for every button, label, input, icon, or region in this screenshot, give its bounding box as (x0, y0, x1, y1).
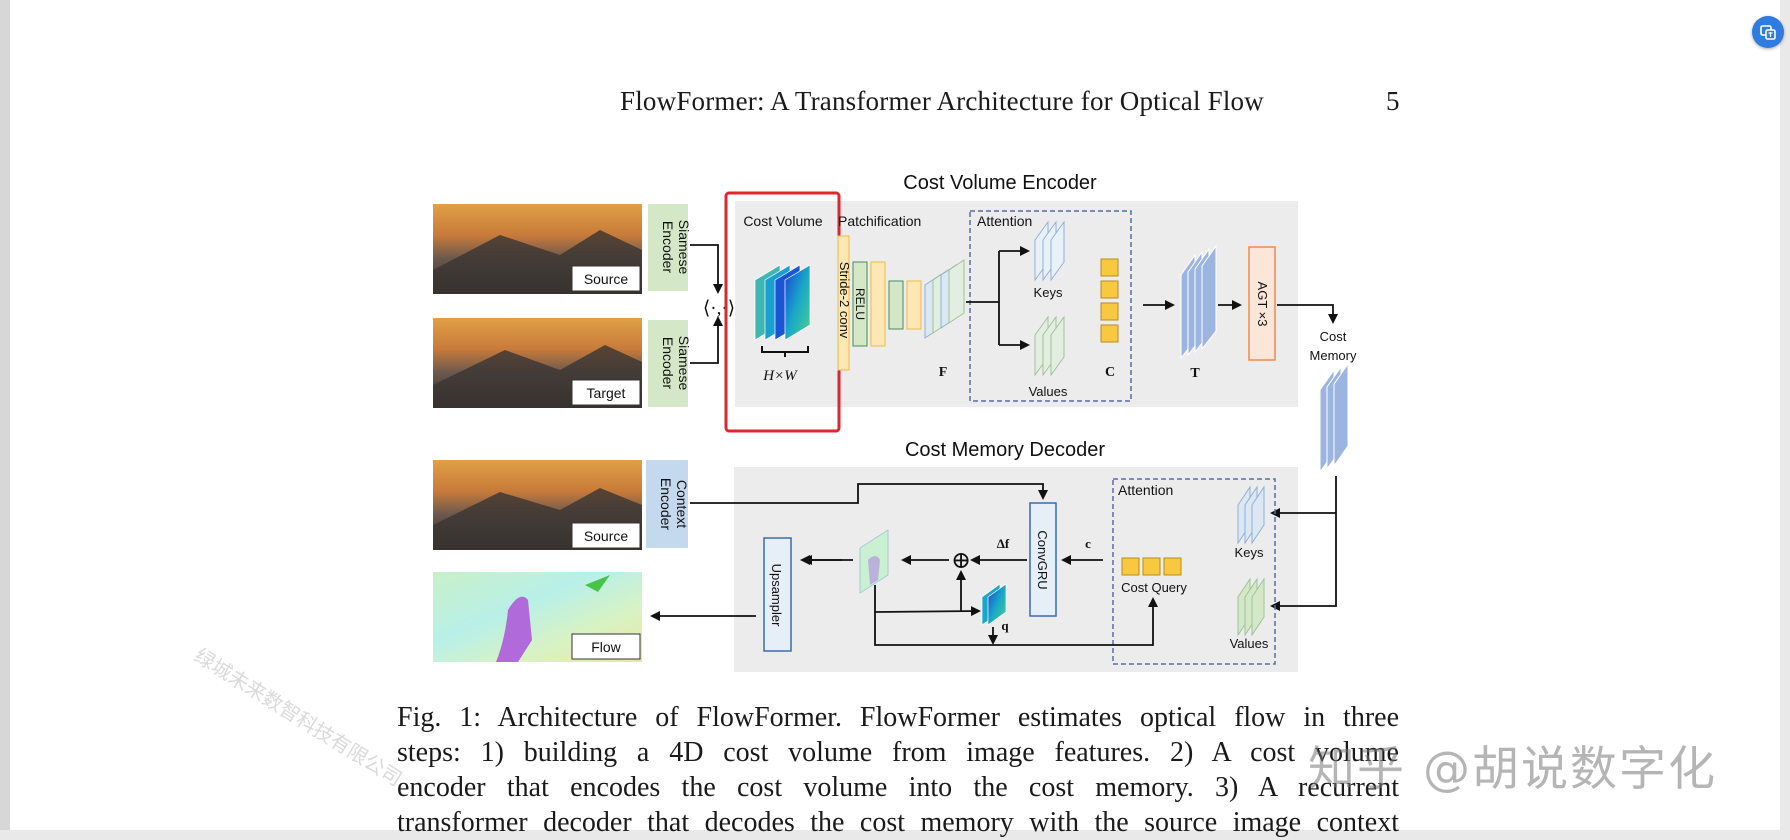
cost-memory-stack (1319, 362, 1349, 474)
translate-icon (1760, 25, 1776, 40)
source-image-2: Source (433, 460, 642, 550)
agt-label: AGT ×3 (1255, 282, 1270, 327)
caption-line-3: encoder that encodes the cost volume int… (397, 772, 1399, 803)
patchification-layers: Stride-2 conv RELU (837, 235, 965, 371)
t-label: T (1190, 366, 1200, 381)
cost-volume-label: Cost Volume (743, 213, 823, 229)
c-small-label: c (1085, 536, 1091, 551)
t-stack (1180, 244, 1217, 360)
cost-query-tokens (1121, 557, 1182, 576)
floating-tool-button[interactable] (1752, 16, 1784, 48)
figure-caption: Fig. 1: Architecture of FlowFormer. Flow… (397, 700, 1399, 840)
c-tokens (1100, 258, 1119, 343)
q-volume (981, 583, 1007, 626)
flow-image: Flow (433, 572, 642, 662)
page-edge (0, 0, 10, 830)
source-image: Source (433, 204, 642, 294)
caption-line-2: steps: 1) building a 4D cost volume from… (397, 737, 1399, 768)
stride-conv-label: Stride-2 conv (837, 262, 852, 339)
decoder-attention: Attention Keys Values Cost Query (1112, 478, 1276, 665)
cost-volume-stack (754, 264, 811, 341)
upsampler-block: Upsampler (763, 537, 792, 652)
cost-volume-dims: H×W (762, 368, 798, 384)
enc-keys-stack (1034, 220, 1065, 282)
cost-query-label: Cost Query (1121, 580, 1187, 595)
dec-attention-label: Attention (1118, 482, 1173, 498)
siamese-encoder-2: SiameseEncoder (648, 320, 692, 407)
relu-label: RELU (853, 288, 867, 320)
dec-values-stack (1237, 577, 1265, 637)
running-head: FlowFormer: A Transformer Architecture f… (620, 86, 1264, 116)
source-label-2: Source (584, 528, 629, 544)
enc-values-stack (1034, 315, 1065, 377)
pdf-page (10, 0, 1780, 830)
caption-line-4: transformer decoder that decodes the cos… (397, 807, 1399, 838)
source-label: Source (584, 271, 629, 287)
upsampler-label: Upsampler (769, 564, 784, 628)
enc-attention-label: Attention (977, 213, 1032, 229)
f-label: F (939, 365, 948, 380)
caption-line-1: Fig. 1: Architecture of FlowFormer. Flow… (397, 702, 1399, 733)
convgru-block: ConvGRU (1029, 502, 1057, 617)
context-encoder: ContextEncoder (646, 460, 690, 548)
enc-keys-label: Keys (1034, 285, 1063, 300)
svg-text:ContextEncoder: ContextEncoder (658, 478, 690, 530)
convgru-label: ConvGRU (1035, 530, 1050, 589)
enc-values-label: Values (1029, 384, 1068, 399)
dot-product-symbol: ⟨·,·⟩ (703, 298, 735, 319)
page-number: 5 (1386, 86, 1400, 116)
delta-f-label: Δf (997, 536, 1010, 551)
siamese-encoder-1: SiameseEncoder (648, 204, 692, 291)
flow-estimate-panel (859, 529, 889, 594)
agt-block: AGT ×3 (1248, 246, 1276, 361)
flow-label: Flow (591, 639, 621, 655)
cost-volume-block: Cost Volume H×W (724, 191, 841, 433)
dec-keys-label: Keys (1235, 545, 1264, 560)
decoder-title: Cost Memory Decoder (905, 439, 1105, 461)
encoder-attention: Attention Keys Values C (966, 210, 1132, 402)
dec-keys-stack (1237, 485, 1265, 545)
decoder-panel (734, 467, 1298, 672)
target-image: Target (433, 318, 642, 408)
dec-values-label: Values (1230, 636, 1269, 651)
c-label: C (1105, 365, 1115, 380)
svg-text:SiameseEncoder: SiameseEncoder (660, 336, 692, 391)
plus-symbol: ⊕ (951, 548, 971, 574)
zhihu-watermark: 知乎 @胡说数字化 (1308, 742, 1717, 797)
encoder-title: Cost Volume Encoder (903, 172, 1097, 194)
svg-text:SiameseEncoder: SiameseEncoder (660, 220, 692, 275)
patchification-label: Patchification (838, 213, 921, 229)
target-label: Target (587, 385, 626, 401)
q-small-label: q (1001, 618, 1009, 633)
